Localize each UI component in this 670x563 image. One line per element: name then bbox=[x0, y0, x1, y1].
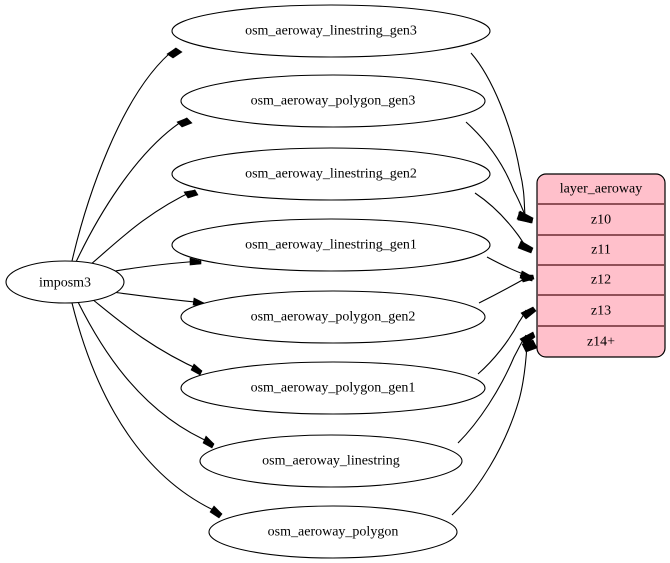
edge-polygon-gen3-to-z10 bbox=[465, 121, 534, 224]
edge-imposm3-to-linestring-gen2 bbox=[89, 189, 199, 266]
node-osm-aeroway-polygon-gen1-shape[interactable] bbox=[180, 361, 486, 415]
node-osm-aeroway-linestring-shape[interactable] bbox=[199, 434, 463, 488]
edge-group-root-to-tables bbox=[71, 47, 223, 519]
node-osm-aeroway-polygon-label: osm_aeroway_polygon bbox=[268, 525, 399, 540]
edge-polygon-to-z14 bbox=[451, 339, 538, 516]
node-osm-aeroway-linestring-gen3-shape[interactable] bbox=[171, 4, 491, 58]
node-osm-aeroway-polygon-gen2-shape[interactable] bbox=[180, 290, 486, 344]
node-osm-aeroway-polygon-gen3[interactable]: osm_aeroway_polygon_gen3 bbox=[180, 74, 486, 128]
node-osm-aeroway-polygon-gen1[interactable]: osm_aeroway_polygon_gen1 bbox=[180, 361, 486, 415]
node-layer-aeroway-table[interactable]: layer_aeroway z10 z11 z12 z13 z14+ bbox=[536, 173, 666, 358]
edge-polygon-gen2-to-z12 bbox=[478, 274, 535, 304]
node-osm-aeroway-linestring-gen2[interactable]: osm_aeroway_linestring_gen2 bbox=[171, 147, 491, 201]
node-osm-aeroway-polygon-gen1-label: osm_aeroway_polygon_gen1 bbox=[251, 381, 416, 396]
node-osm-aeroway-linestring-gen1-shape[interactable] bbox=[171, 218, 491, 272]
node-osm-aeroway-linestring-gen2-label: osm_aeroway_linestring_gen2 bbox=[245, 167, 417, 182]
edge-imposm3-to-linestring-gen3 bbox=[71, 47, 183, 262]
node-osm-aeroway-linestring-gen3-label: osm_aeroway_linestring_gen3 bbox=[245, 24, 417, 39]
edge-group-tables-to-layer bbox=[451, 52, 538, 516]
node-osm-aeroway-linestring-label: osm_aeroway_linestring bbox=[262, 454, 400, 469]
node-osm-aeroway-polygon-shape[interactable] bbox=[208, 505, 458, 559]
node-imposm3[interactable]: imposm3 bbox=[5, 260, 125, 304]
layer-aeroway-header-label: layer_aeroway bbox=[560, 182, 642, 197]
edge-imposm3-to-polygon bbox=[71, 302, 223, 519]
edge-imposm3-to-polygon-gen1 bbox=[91, 298, 203, 376]
edge-linestring-gen2-to-z11 bbox=[474, 192, 534, 254]
layer-aeroway-row-z14plus[interactable]: z14+ bbox=[587, 335, 615, 350]
edge-imposm3-to-polygon-gen3 bbox=[75, 117, 193, 263]
layer-aeroway-row-z11[interactable]: z11 bbox=[591, 243, 611, 258]
edge-polygon-gen1-to-z13 bbox=[477, 306, 537, 375]
node-osm-aeroway-linestring-gen3[interactable]: osm_aeroway_linestring_gen3 bbox=[171, 4, 491, 58]
node-imposm3-shape[interactable] bbox=[5, 260, 125, 304]
node-osm-aeroway-polygon-gen2-label: osm_aeroway_polygon_gen2 bbox=[251, 310, 416, 325]
edge-imposm3-to-linestring-gen1 bbox=[109, 257, 202, 273]
node-osm-aeroway-polygon[interactable]: osm_aeroway_polygon bbox=[208, 505, 458, 559]
layer-aeroway-row-z13[interactable]: z13 bbox=[591, 304, 611, 319]
node-osm-aeroway-linestring-gen1-label: osm_aeroway_linestring_gen1 bbox=[245, 238, 417, 253]
node-osm-aeroway-linestring-gen1[interactable]: osm_aeroway_linestring_gen1 bbox=[171, 218, 491, 272]
edge-imposm3-to-linestring bbox=[77, 301, 215, 449]
edge-imposm3-to-polygon-gen2 bbox=[111, 291, 205, 308]
node-osm-aeroway-linestring-gen2-shape[interactable] bbox=[171, 147, 491, 201]
node-osm-aeroway-polygon-gen3-shape[interactable] bbox=[180, 74, 486, 128]
node-osm-aeroway-polygon-gen3-label: osm_aeroway_polygon_gen3 bbox=[251, 94, 416, 109]
edge-linestring-gen3-to-z10 bbox=[470, 52, 534, 224]
node-imposm3-label: imposm3 bbox=[39, 276, 91, 291]
layer-aeroway-row-z12[interactable]: z12 bbox=[591, 273, 611, 288]
node-osm-aeroway-polygon-gen2[interactable]: osm_aeroway_polygon_gen2 bbox=[180, 290, 486, 344]
node-osm-aeroway-linestring[interactable]: osm_aeroway_linestring bbox=[199, 434, 463, 488]
layer-aeroway-row-z10[interactable]: z10 bbox=[591, 213, 611, 228]
